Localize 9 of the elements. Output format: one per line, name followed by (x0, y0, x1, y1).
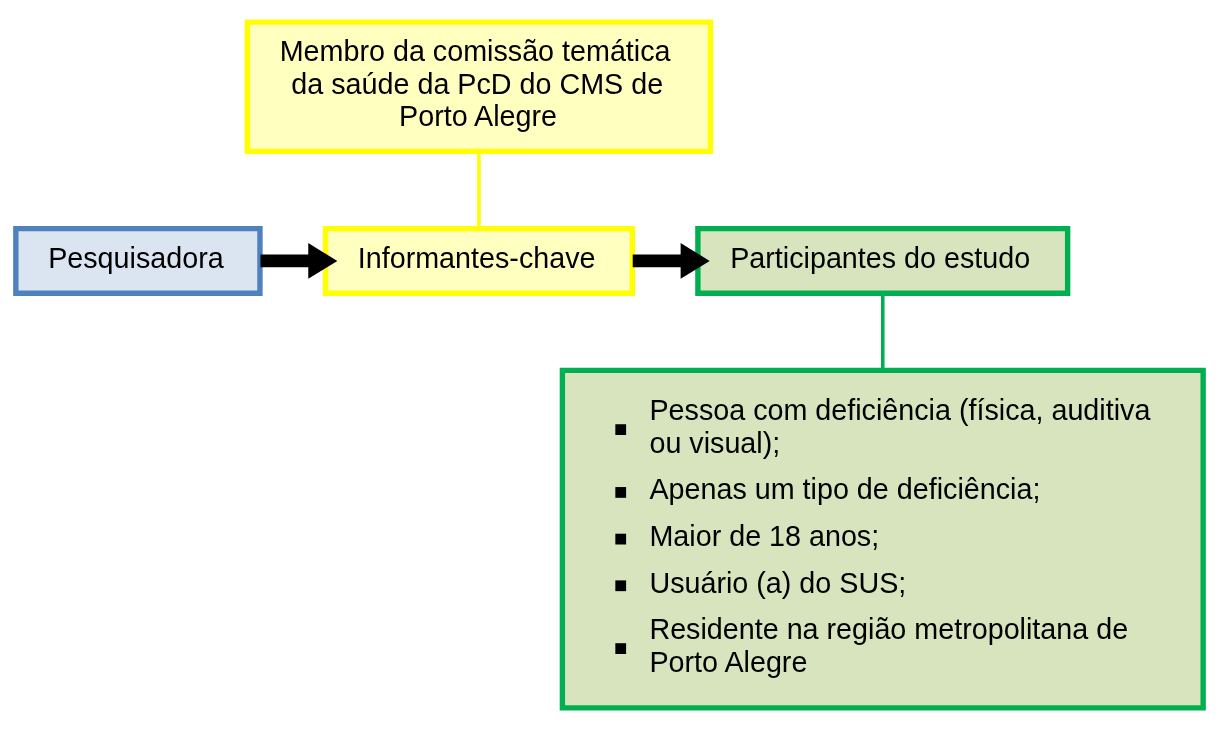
connector (477, 151, 481, 228)
node-box: Membro da comissão temática da saúde da PcD do CMS de Porto Alegre (244, 19, 714, 154)
connector (880, 293, 885, 370)
node-box: Pesquisadora (13, 225, 263, 296)
node-box: Participantes do estudo (695, 225, 1071, 296)
node-box: Pessoa com deficiência (física, auditiva ou visual); Apenas um tipo de deficiência; Maior de 18 anos; Usuário (a) do SUS; Residente na região metropolitana de Porto Alegre (559, 367, 1206, 710)
arrow (260, 242, 338, 279)
node-box: Informantes-chave (322, 225, 636, 296)
arrow (632, 242, 710, 279)
